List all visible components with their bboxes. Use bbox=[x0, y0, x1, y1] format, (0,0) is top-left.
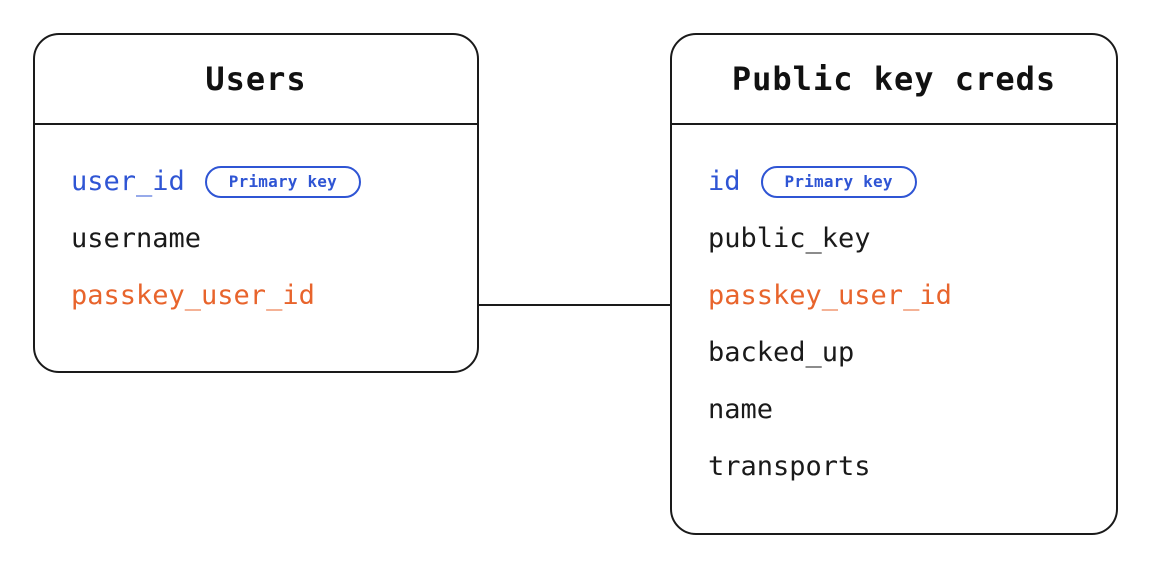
primary-key-badge-label: Primary key bbox=[784, 171, 893, 191]
field-name: id bbox=[708, 166, 741, 197]
field-row[interactable]: passkey_user_id bbox=[672, 267, 1116, 324]
field-name: passkey_user_id bbox=[708, 280, 952, 311]
entity-title: Public key creds bbox=[731, 60, 1057, 98]
field-name: backed_up bbox=[708, 337, 855, 368]
field-name: name bbox=[708, 394, 774, 425]
field-row[interactable]: public_key bbox=[672, 210, 1116, 267]
field-row[interactable]: user_id Primary key bbox=[35, 153, 477, 210]
primary-key-badge: Primary key bbox=[760, 165, 917, 198]
field-row[interactable]: transports bbox=[672, 438, 1116, 495]
entity-header-users: Users bbox=[35, 35, 477, 125]
field-row[interactable]: username bbox=[35, 210, 477, 267]
relationship-connector bbox=[479, 304, 671, 306]
field-name: user_id bbox=[71, 166, 185, 197]
field-name: public_key bbox=[708, 223, 871, 254]
primary-key-badge-label: Primary key bbox=[228, 171, 337, 191]
entity-header-public-key-creds: Public key creds bbox=[672, 35, 1116, 125]
field-row[interactable]: passkey_user_id bbox=[35, 267, 477, 324]
entity-title: Users bbox=[205, 60, 307, 98]
field-name: transports bbox=[708, 451, 871, 482]
field-row[interactable]: backed_up bbox=[672, 324, 1116, 381]
field-row[interactable]: name bbox=[672, 381, 1116, 438]
entity-table-users[interactable]: Users user_id Primary key username passkey_u… bbox=[33, 33, 479, 373]
field-name: passkey_user_id bbox=[71, 280, 315, 311]
entity-field-list-users: user_id Primary key username passkey_user_i… bbox=[35, 125, 477, 350]
field-name: username bbox=[71, 223, 202, 254]
primary-key-badge: Primary key bbox=[204, 165, 361, 198]
field-row[interactable]: id Primary key bbox=[672, 153, 1116, 210]
